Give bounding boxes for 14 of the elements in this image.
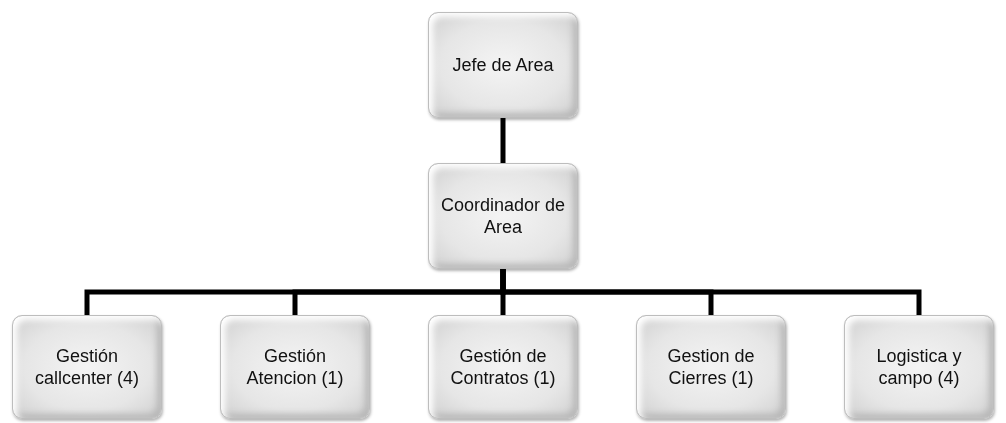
org-box <box>428 163 578 269</box>
box-label: Gestion de Cierres (1) <box>666 344 756 390</box>
org-box <box>220 315 370 419</box>
org-box <box>428 315 578 419</box>
org-box <box>428 12 578 118</box>
box-label: Jefe de Area <box>452 53 554 77</box>
box-label: Logistica y campo (4) <box>875 344 963 390</box>
box-label: Gestión callcenter (4) <box>33 344 140 390</box>
box-label: Gestión Atencion (1) <box>245 344 345 390</box>
org-box <box>844 315 994 419</box>
org-box <box>12 315 162 419</box>
box-label: Gestión de Contratos (1) <box>449 344 557 390</box>
box-label: Coordinador de Area <box>439 193 567 239</box>
org-box <box>636 315 786 419</box>
